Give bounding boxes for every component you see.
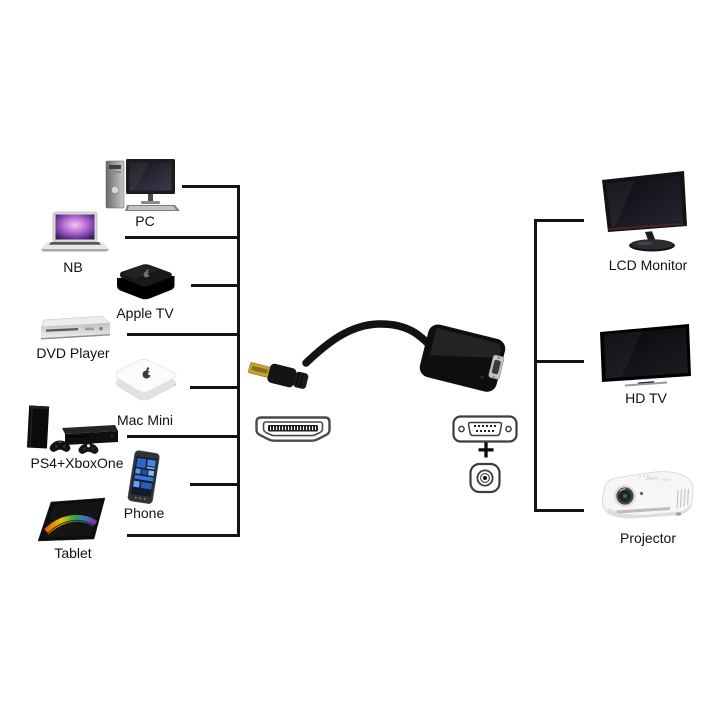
connector-line-apple-tv [191,284,240,287]
tablet-icon [36,497,108,545]
dvd-player-icon [35,315,111,342]
connector-line-nb [125,236,240,239]
smartphone-icon [121,449,165,507]
lcd-monitor-icon [595,169,697,255]
device-label-phone: Phone [123,505,165,521]
device-label-hd-tv: HD TV [625,390,667,406]
device-label-lcd-monitor: LCD Monitor [608,257,688,273]
game-consoles-icon [18,403,122,461]
projector-icon [592,466,700,526]
device-label-nb: NB [63,259,83,275]
connector-line-dvd-player [127,333,240,336]
notebook-icon [39,211,109,257]
hdmi-adapter-cable-icon [246,306,518,398]
device-label-dvd-player: DVD Player [36,345,110,361]
connector-line-mac-mini [190,386,240,389]
plus-sign: + [477,434,495,467]
connector-line-phone [190,483,240,486]
connector-line-consoles [127,435,240,438]
device-label-mac-mini: Mac Mini [116,412,173,428]
connector-line-hd-tv [534,360,584,363]
device-label-apple-tv: Apple TV [116,305,174,321]
apple-tv-icon [111,257,179,304]
left-bus-vertical-line [237,185,240,537]
right-bus-vertical-line [534,219,537,512]
connector-line-pc [182,185,240,188]
mac-mini-icon [103,352,185,408]
connector-line-tablet [127,534,240,537]
device-label-projector: Projector [619,530,677,546]
audio-jack-icon [468,462,502,494]
connector-line-lcd-monitor [534,219,584,222]
device-label-consoles: PS4+XboxOne [30,455,124,471]
device-label-pc: PC [135,213,155,229]
hdmi-port-icon [254,416,332,444]
connector-line-projector [534,509,584,512]
vga-port-icon [452,415,518,443]
hd-tv-icon [597,323,693,391]
device-label-tablet: Tablet [54,545,92,561]
desktop-pc-icon [104,157,186,213]
